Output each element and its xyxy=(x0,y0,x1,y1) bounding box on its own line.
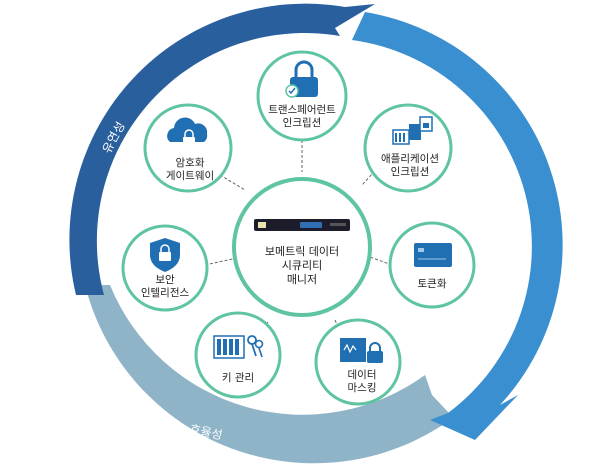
flexibility-arc xyxy=(69,3,376,296)
node-label-encryption-gateway-2: 게이트웨이 xyxy=(166,170,214,182)
cloud-lock-icon xyxy=(167,117,208,145)
node-tokenization: 토큰화 xyxy=(388,221,476,309)
efficiency-arc xyxy=(85,285,465,464)
center-label-line2: 시큐리티 xyxy=(282,259,322,272)
ring-label-efficiency: 효율성 xyxy=(188,422,223,443)
credit-card-icon xyxy=(414,243,452,267)
node-security-intelligence: 보안 인텔리전스 xyxy=(121,224,209,312)
center-node: 보메트릭 데이터 시큐리티 매니저 xyxy=(232,177,372,317)
node-label-security-intelligence-1: 보안 xyxy=(155,274,175,286)
server-keys-icon xyxy=(213,335,264,359)
node-application-encryption: 애플리케이션 인크립션 xyxy=(363,103,453,193)
scalability-arc xyxy=(352,12,563,440)
node-label-data-masking-2: 마스킹 xyxy=(348,382,377,394)
app-window-lock-icon xyxy=(392,116,433,145)
masked-document-icon xyxy=(340,338,383,363)
center-label-line1: 보메트릭 데이터 xyxy=(265,245,339,258)
node-key-management: 키 관리 xyxy=(194,311,282,399)
node-label-application-encryption-1: 애플리케이션 xyxy=(381,153,439,165)
node-label-security-intelligence-2: 인텔리전스 xyxy=(141,287,190,299)
node-data-masking: 데이터 마스킹 xyxy=(314,318,402,406)
node-encryption-gateway: 암호화 게이트웨이 xyxy=(143,103,233,193)
shield-lock-icon xyxy=(150,238,180,272)
node-label-transparent-encryption-1: 트랜스페어런트 xyxy=(268,104,336,116)
padlock-check-icon xyxy=(285,60,318,98)
node-label-tokenization: 토큰화 xyxy=(418,278,447,290)
node-transparent-encryption: 트랜스페어런트 인크립션 xyxy=(256,50,348,142)
node-label-key-management: 키 관리 xyxy=(222,372,254,384)
node-label-data-masking-1: 데이터 xyxy=(348,369,377,381)
server-appliance-icon xyxy=(254,219,350,231)
node-label-encryption-gateway-1: 암호화 xyxy=(176,157,205,169)
node-label-application-encryption-2: 인크립션 xyxy=(391,165,430,178)
center-label-line3: 매니저 xyxy=(287,273,317,286)
node-label-transparent-encryption-2: 인크립션 xyxy=(283,116,322,129)
